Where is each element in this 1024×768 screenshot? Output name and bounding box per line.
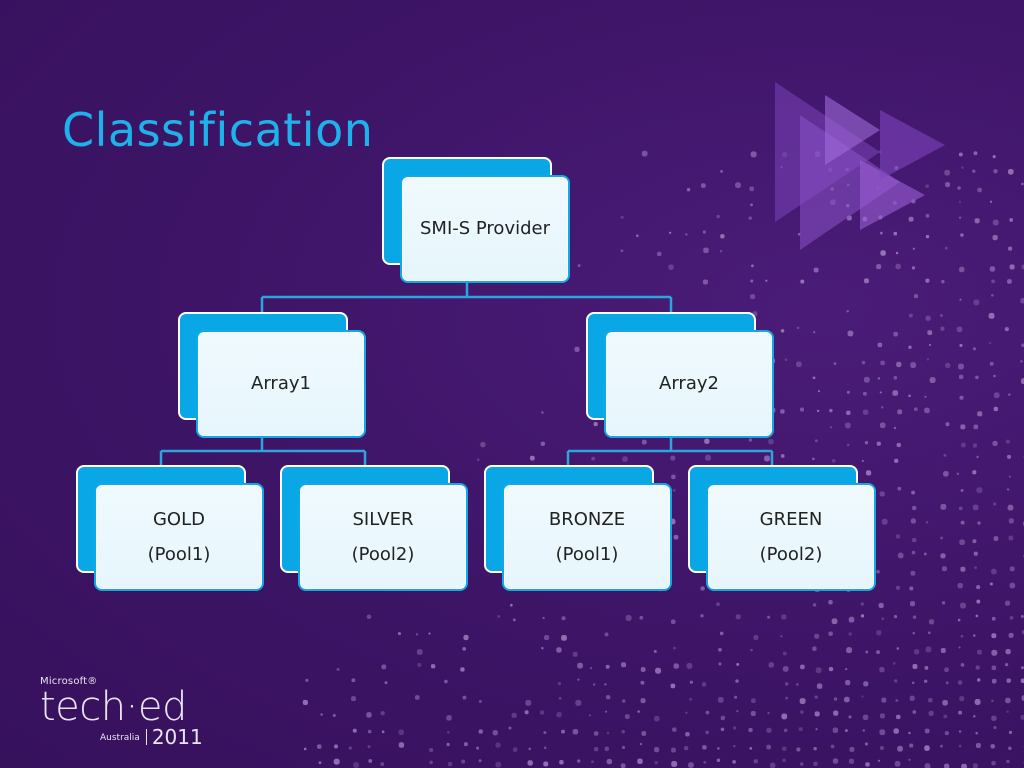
node-label: SMI-S Provider bbox=[419, 218, 551, 240]
logo-brand: Microsoft® bbox=[40, 676, 98, 687]
pool-id: (Pool1) bbox=[555, 544, 619, 565]
logo-product: tech·ed bbox=[40, 684, 187, 730]
node-array1[interactable]: Array1 bbox=[178, 312, 366, 438]
node-gold-pool1[interactable]: GOLD (Pool1) bbox=[76, 465, 264, 591]
pool-name: GOLD bbox=[152, 508, 205, 530]
node-label: Array1 bbox=[251, 373, 311, 395]
node-label: Array2 bbox=[659, 373, 719, 395]
pool-name: BRONZE bbox=[548, 508, 626, 530]
pool-name: SILVER bbox=[352, 508, 414, 530]
pool-id: (Pool1) bbox=[147, 544, 211, 565]
pool-name: GREEN bbox=[759, 508, 823, 530]
node-smi-s-provider[interactable]: SMI-S Provider bbox=[382, 157, 570, 283]
logo-separator bbox=[145, 729, 147, 745]
node-array2[interactable]: Array2 bbox=[586, 312, 774, 438]
logo-region: Australia bbox=[100, 733, 140, 743]
teched-logo: Microsoft® tech·ed Australia 2011 bbox=[40, 676, 203, 747]
node-bronze-pool1[interactable]: BRONZE (Pool1) bbox=[484, 465, 672, 591]
node-silver-pool2[interactable]: SILVER (Pool2) bbox=[280, 465, 468, 591]
pool-id: (Pool2) bbox=[759, 544, 823, 565]
slide-title: Classification bbox=[62, 102, 374, 157]
play-triangles-decoration bbox=[775, 82, 945, 250]
node-green-pool2[interactable]: GREEN (Pool2) bbox=[688, 465, 876, 591]
pool-id: (Pool2) bbox=[351, 544, 415, 565]
logo-year: 2011 bbox=[151, 725, 203, 749]
